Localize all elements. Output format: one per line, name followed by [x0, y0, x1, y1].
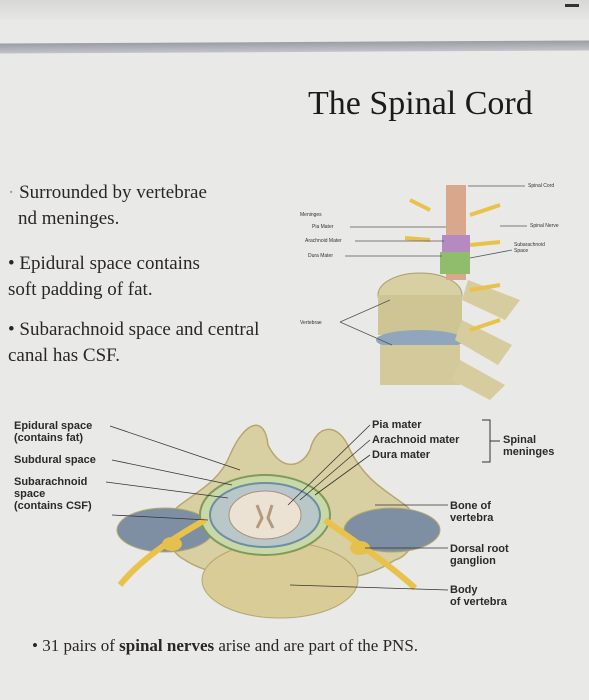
bottom-bullet-bold: spinal nerves: [119, 636, 215, 655]
slide-title: The Spinal Cord: [308, 85, 533, 122]
dura-layer: [440, 252, 470, 274]
label-pia-mater: Pia mater: [372, 419, 422, 431]
label-subdural-space: Subdural space: [14, 454, 96, 466]
label-arachnoid-mater-top: Arachnoid Mater: [305, 238, 342, 244]
bullet-3: • Subarachnoid space and central canal h…: [8, 319, 260, 366]
label-body-of-vertebra: Body of vertebra: [450, 584, 507, 608]
bullet-2: • Epidural space contains soft padding o…: [8, 253, 200, 300]
label-subarachnoid-space: Subarachnoid space (contains CSF): [14, 476, 92, 512]
minus-mark: [565, 4, 579, 7]
bullet-3-line-1: Subarachnoid space and central: [19, 319, 260, 340]
label-spinal-nerve: Spinal Nerve: [530, 223, 559, 229]
bullet-1-line-1: Surrounded by vertebrae: [19, 182, 207, 203]
label-meninges: Meninges: [300, 212, 322, 218]
label-spinal-cord: Spinal Cord: [528, 183, 555, 189]
bottom-bullet: • 31 pairs of spinal nerves arise and ar…: [32, 636, 419, 655]
upper-nerves: [404, 198, 501, 247]
spinal-cord-cross-section: [228, 490, 302, 540]
right-ganglion: [350, 541, 370, 555]
left-ganglion: [162, 537, 182, 551]
label-arachnoid-mater: Arachnoid mater: [372, 434, 460, 446]
label-bone-of-vertebra: Bone of vertebra: [450, 500, 494, 524]
gray-matter: [255, 504, 275, 529]
label-dura-mater: Dura mater: [372, 449, 431, 461]
screen-top-bar: [0, 0, 589, 20]
vertebra-body-upper-side: [378, 295, 462, 335]
bottom-bullet-suffix: arise and are part of the PNS.: [214, 636, 419, 655]
bullet-1: · Surrounded by vertebrae nd meninges.: [8, 182, 207, 229]
label-pia-mater-top: Pia Mater: [312, 224, 334, 230]
vertebra-body-lower: [380, 345, 460, 385]
spinous-process-2: [455, 320, 512, 365]
lower-nerves: [469, 283, 501, 332]
label-spinal-meninges: Spinal meninges: [503, 434, 555, 458]
bottom-bullet-prefix: 31 pairs of: [42, 636, 120, 655]
spinal-nerves-cross: [117, 517, 418, 591]
bullet-2-line-1: Epidural space contains: [19, 253, 200, 274]
spinous-process-3: [452, 360, 505, 400]
label-vertebrae: Vertebrae: [300, 320, 322, 326]
bullet-3-line-2: canal has CSF.: [8, 345, 120, 366]
label-subarachnoid-space-top: Subarachnoid Space: [514, 242, 545, 254]
arachnoid-layer: [442, 235, 470, 255]
label-dura-mater-top: Dura Mater: [308, 253, 334, 259]
label-dorsal-root-ganglion: Dorsal root ganglion: [450, 543, 509, 567]
bullet-2-line-2: soft padding of fat.: [8, 279, 153, 300]
meninges-bracket: [482, 419, 500, 463]
bullet-1-line-2: nd meninges.: [18, 208, 120, 229]
label-epidural-space: Epidural space (contains fat): [14, 420, 93, 444]
